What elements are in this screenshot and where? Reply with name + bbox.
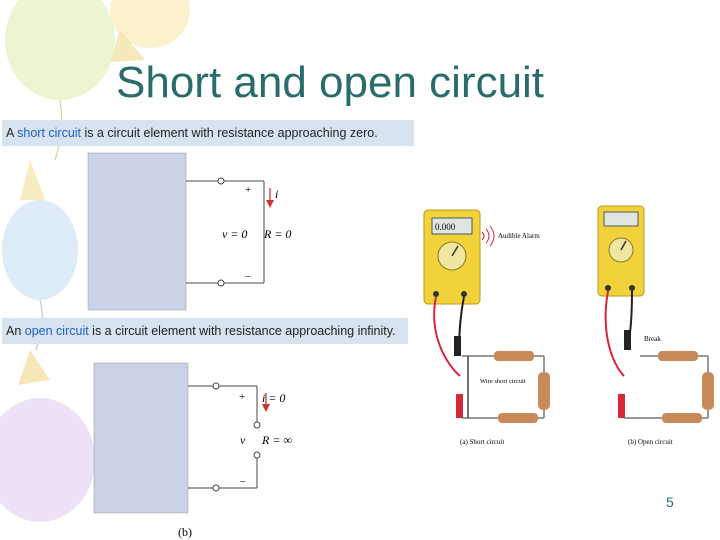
caption-open: (b) Open circuit <box>628 438 673 446</box>
open-minus: – <box>239 475 246 487</box>
open-caption-post: is a circuit element with resistance app… <box>88 324 396 338</box>
black-probe-icon <box>624 330 631 350</box>
open-current-label: i = 0 <box>262 391 285 405</box>
break-terminal-icon <box>253 451 261 459</box>
open-resistance-label: R = ∞ <box>261 433 292 447</box>
resistor-icon <box>702 372 714 410</box>
network-box <box>87 152 187 311</box>
resistor-icon <box>658 351 698 361</box>
meter-display: 0.000 <box>435 222 456 232</box>
resistor-icon <box>494 351 534 361</box>
current-arrow-icon <box>262 404 270 412</box>
current-arrow-icon <box>266 200 274 208</box>
short-caption-post: is a circuit element with resistance app… <box>81 126 378 140</box>
short-plus: + <box>245 184 251 196</box>
open-circuit-caption: An open circuit is a circuit element wit… <box>2 318 408 344</box>
short-caption-pre: A <box>6 126 18 140</box>
resistor-icon <box>538 372 550 410</box>
short-caption-term: short circuit <box>17 126 82 140</box>
open-circuit-schematic: + – i = 0 v R = ∞ (b) <box>93 362 292 539</box>
short-resistance-label: R = 0 <box>263 227 291 241</box>
slide-number: 5 <box>666 494 674 510</box>
short-current-label: i <box>275 187 278 201</box>
break-label: Break <box>644 335 661 343</box>
resistor-icon <box>498 413 538 423</box>
figure-label: (b) <box>178 525 192 539</box>
wire-label: Wire short circuit <box>480 378 526 385</box>
red-probe-icon <box>456 394 463 418</box>
multimeter-a: 0.000 <box>423 209 481 305</box>
red-probe-icon <box>618 394 625 418</box>
black-probe-icon <box>454 336 461 356</box>
open-plus: + <box>239 391 245 403</box>
multimeter-illustration: 0.000 Audible Alarm Wire short circuit (… <box>423 205 714 446</box>
short-minus: – <box>244 270 251 282</box>
short-voltage-label: v = 0 <box>222 227 247 241</box>
open-voltage-label: v <box>240 433 246 447</box>
break-terminal-icon <box>253 421 261 429</box>
resistor-icon <box>662 413 702 423</box>
open-caption-pre: An <box>6 324 25 338</box>
slide-title: Short and open circuit <box>116 58 545 107</box>
open-caption-term: open circuit <box>24 324 89 338</box>
audible-alarm-label: Audible Alarm <box>498 232 540 240</box>
multimeter-b <box>597 205 645 297</box>
caption-short: (a) Short circuit <box>460 438 504 446</box>
short-circuit-schematic: + – i v = 0 R = 0 <box>87 152 291 311</box>
short-circuit-caption: A short circuit is a circuit element wit… <box>2 120 414 146</box>
network-box <box>93 362 189 514</box>
sound-waves-icon <box>481 225 495 247</box>
